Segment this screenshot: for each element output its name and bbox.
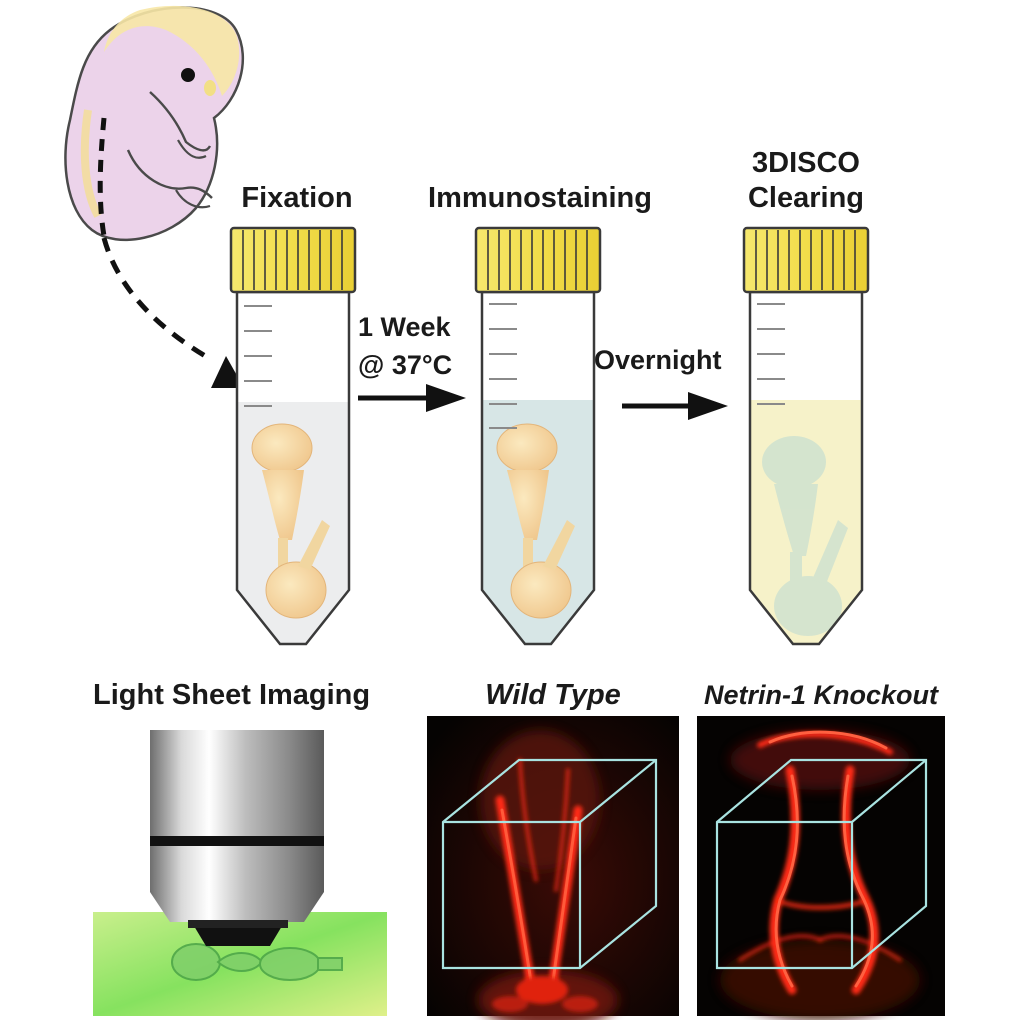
fixation-tube-cap	[229, 226, 357, 294]
clearing-label-line2: Clearing	[747, 182, 865, 214]
wild-type-label: Wild Type	[485, 679, 621, 711]
overnight-arrow	[622, 392, 728, 420]
overnight-label: Overnight	[594, 345, 722, 375]
dissection-arrow	[101, 237, 214, 363]
week-label-line2: @ 37°C	[358, 350, 453, 380]
objective-lens	[194, 926, 282, 946]
light-sheet-setup	[93, 730, 387, 1016]
immunostaining-tube	[474, 226, 602, 646]
knockout-label: Netrin-1 Knockout	[703, 680, 939, 710]
embryo-illustration	[64, 5, 245, 242]
objective-body	[150, 730, 324, 840]
wild-type-image	[427, 716, 679, 1020]
clearing-tube-cap	[742, 226, 870, 294]
week-arrow	[358, 384, 466, 412]
immunostaining-tube-cap	[474, 226, 602, 294]
clearing-label-line1: 3DISCO	[752, 147, 860, 179]
immunostaining-label: Immunostaining	[428, 182, 652, 214]
specimen-in-sheet	[171, 943, 343, 981]
objective-band	[150, 836, 324, 846]
fixation-tube	[229, 226, 357, 646]
knockout-image	[697, 716, 945, 1020]
week-label-line1: 1 Week	[358, 312, 451, 342]
fixation-label: Fixation	[241, 182, 353, 214]
imaging-label: Light Sheet Imaging	[93, 679, 371, 711]
clearing-tube	[742, 226, 870, 646]
